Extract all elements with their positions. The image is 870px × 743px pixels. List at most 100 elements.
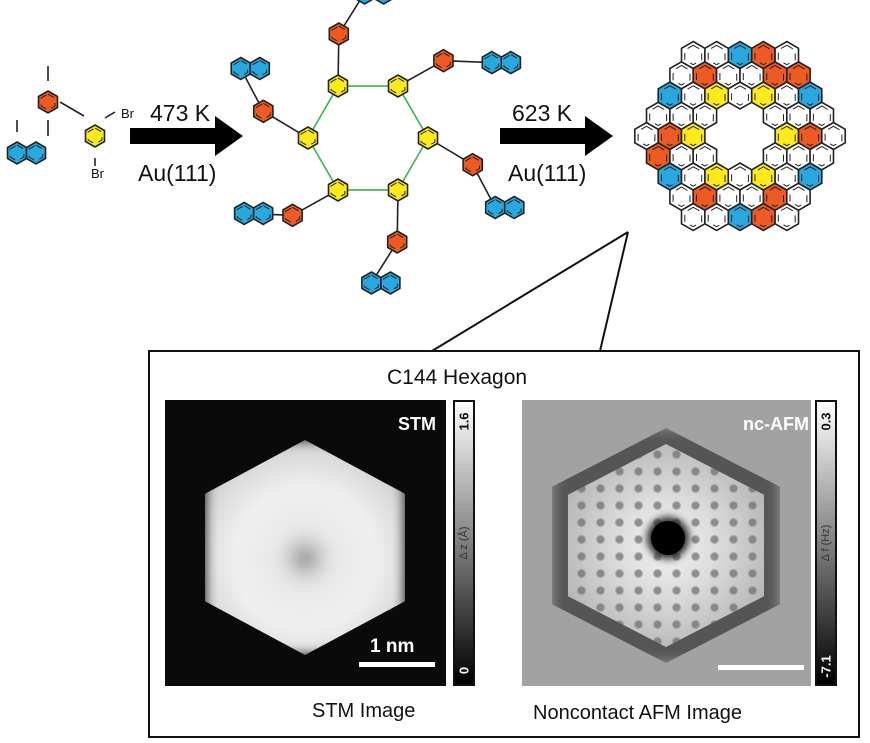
aromatic-bond (731, 44, 749, 66)
aromatic-bond (777, 206, 796, 228)
aromatic-bond (801, 166, 820, 187)
aromatic-bond (777, 85, 796, 106)
aromatic-bond (330, 77, 346, 95)
step1-temperature: 473 K (150, 100, 211, 126)
aromatic-bond (389, 233, 405, 251)
aromatic-bond (742, 64, 761, 86)
panel-title: C144 Hexagon (387, 366, 528, 389)
aromatic-bond (707, 85, 726, 106)
aromatic-bond (766, 64, 784, 86)
aromatic-bond (766, 105, 784, 127)
afm-colorbar-min: -7.1 (818, 655, 834, 678)
stm-scalebar (359, 662, 435, 667)
aromatic-bond (390, 181, 406, 199)
stm-caption: STM Image (312, 700, 416, 722)
bond (104, 111, 116, 119)
aromatic-bond (801, 85, 820, 106)
aromatic-bond (87, 127, 103, 145)
stm-colorbar-label: Δ z (Å) (458, 526, 470, 560)
aromatic-bond (672, 145, 691, 167)
afm-scalebar (718, 665, 804, 670)
aromatic-bond (789, 186, 808, 208)
afm-tag: nc-AFM (743, 414, 809, 434)
aromatic-bond (330, 181, 346, 199)
aromatic-bond (331, 25, 347, 43)
aromatic-bond (506, 199, 522, 216)
stm-colorbar: 1.6 Δ z (Å) 0 (453, 400, 475, 686)
aromatic-bond (812, 105, 831, 127)
aromatic-bond (812, 145, 831, 167)
aromatic-bond (684, 206, 703, 228)
aromatic-bond (719, 64, 738, 86)
aromatic-bond (660, 166, 679, 187)
aromatic-bond (487, 199, 503, 216)
aromatic-bond (252, 60, 268, 77)
stm-tag: STM (398, 414, 436, 434)
bromine-label-bottom: Br (91, 166, 104, 181)
aromatic-bond (707, 206, 726, 228)
aromatic-bond (777, 44, 796, 66)
aromatic-bond (777, 125, 796, 147)
aromatic-bond (696, 186, 714, 208)
aromatic-bond (696, 145, 714, 167)
bromine-label-top: Br (121, 106, 134, 121)
aromatic-bond (672, 64, 691, 86)
afm-image: nc-AFM (522, 400, 811, 686)
afm-caption: Noncontact AFM Image (533, 702, 742, 724)
aromatic-bond (465, 156, 480, 174)
aromatic-bond (789, 64, 808, 86)
aromatic-bond (672, 105, 691, 127)
zoom-line-right (599, 231, 629, 352)
aromatic-bond (824, 125, 843, 147)
aromatic-bond (9, 144, 25, 162)
aromatic-bond (637, 125, 656, 147)
aromatic-bond (801, 125, 820, 147)
aromatic-bond (789, 105, 808, 127)
aromatic-bond (731, 85, 749, 106)
aromatic-bond (696, 64, 714, 86)
aromatic-bond (649, 105, 668, 127)
aromatic-bond (742, 186, 761, 208)
zoom-line-left (431, 231, 629, 352)
step1-substrate: Au(111) (138, 160, 217, 186)
aromatic-bond (684, 125, 703, 147)
aromatic-bond (754, 85, 773, 106)
aromatic-bond (649, 145, 668, 167)
aromatic-bond (754, 44, 773, 66)
arrow-step2 (500, 116, 613, 156)
stm-image: STM 1 nm (165, 400, 446, 686)
afm-colorbar-label: Δ f (Hz) (820, 524, 832, 562)
aromatic-bond (390, 77, 406, 95)
aromatic-bond (503, 54, 519, 72)
aromatic-bond (766, 145, 784, 167)
stm-colorbar-min: 0 (456, 666, 472, 675)
aromatic-bond (696, 105, 714, 127)
benzene-ring (375, 0, 393, 5)
aromatic-bond (256, 102, 271, 120)
aromatic-bond (660, 85, 679, 106)
aromatic-bond (660, 125, 679, 147)
aromatic-bond (684, 44, 703, 66)
aromatic-bond (383, 274, 398, 292)
aromatic-bond (766, 186, 784, 208)
aromatic-bond (40, 93, 56, 111)
aromatic-bond (420, 129, 436, 147)
polymer-intermediate (230, 0, 525, 295)
aromatic-bond (731, 206, 749, 228)
aromatic-bond (285, 206, 300, 224)
aromatic-bond (777, 166, 796, 187)
aromatic-bond (707, 166, 726, 187)
aromatic-bond (719, 186, 738, 208)
aromatic-bond (364, 274, 379, 292)
afm-colorbar-max: 0.3 (818, 412, 834, 431)
aromatic-bond (436, 52, 451, 70)
bond (59, 101, 85, 117)
aromatic-bond (754, 206, 773, 228)
aromatic-bond (300, 129, 316, 147)
step2-substrate: Au(111) (508, 160, 587, 186)
step2-temperature: 623 K (512, 100, 573, 126)
benzene-ring (356, 0, 374, 5)
stm-scalebar-label: 1 nm (370, 636, 415, 657)
precursor-molecule (6, 66, 116, 166)
